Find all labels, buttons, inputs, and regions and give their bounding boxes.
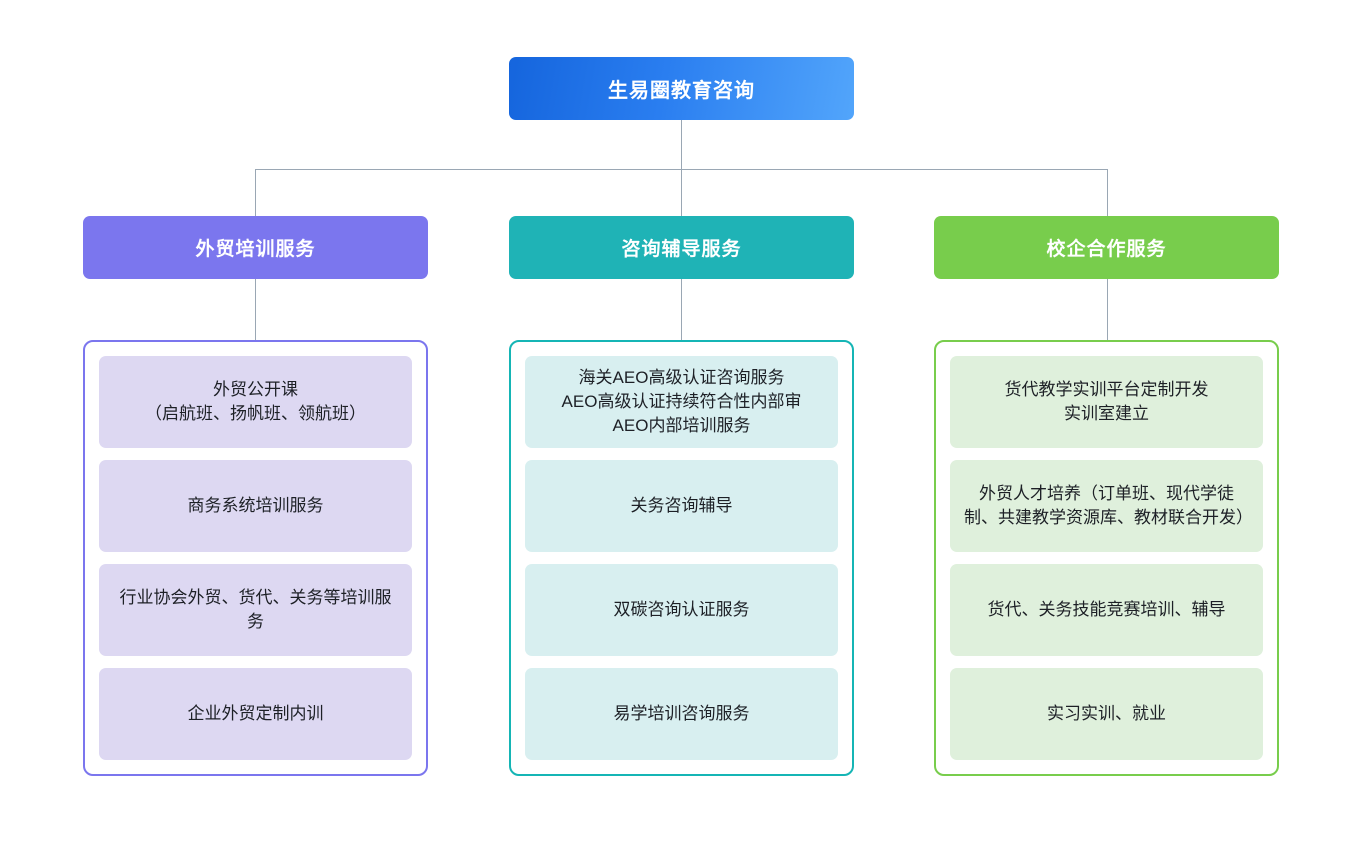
list-item-label: 易学培训咨询服务 bbox=[613, 703, 750, 723]
list-item-label: 实习实训、就业 bbox=[1047, 703, 1166, 723]
root-node-label: 生易圈教育咨询 bbox=[608, 80, 755, 102]
root-node[interactable]: 生易圈教育咨询 bbox=[509, 57, 854, 120]
branch-items-group-school-enterprise-cooperation: 货代教学实训平台定制开发 实训室建立 外贸人才培养（订单班、现代学徒制、共建教学… bbox=[934, 340, 1279, 776]
connector-branch-b-to-group bbox=[681, 279, 682, 340]
branch-header-school-enterprise-cooperation[interactable]: 校企合作服务 bbox=[934, 216, 1279, 279]
connector-branch-b-drop bbox=[681, 169, 682, 216]
connector-root-stem bbox=[681, 120, 682, 169]
list-item-label: 外贸人才培养（订单班、现代学徒制、共建教学资源库、教材联合开发） bbox=[964, 483, 1253, 527]
branch-header-label: 咨询辅导服务 bbox=[621, 239, 742, 260]
list-item-label: 货代教学实训平台定制开发 实训室建立 bbox=[1004, 379, 1209, 423]
list-item[interactable]: 货代教学实训平台定制开发 实训室建立 bbox=[950, 356, 1263, 448]
branch-header-label: 校企合作服务 bbox=[1046, 239, 1167, 260]
list-item-label: 外贸公开课 （启航班、扬帆班、领航班） bbox=[145, 379, 366, 423]
list-item-label: 海关AEO高级认证咨询服务 AEO高级认证持续符合性内部审 AEO内部培训服务 bbox=[561, 367, 802, 436]
list-item[interactable]: 商务系统培训服务 bbox=[99, 460, 412, 552]
connector-branch-a-to-group bbox=[255, 279, 256, 340]
branch-header-consulting-advisory[interactable]: 咨询辅导服务 bbox=[509, 216, 854, 279]
list-item-label: 企业外贸定制内训 bbox=[187, 703, 324, 723]
list-item[interactable]: 行业协会外贸、货代、关务等培训服务 bbox=[99, 564, 412, 656]
list-item-label: 行业协会外贸、货代、关务等培训服务 bbox=[119, 587, 392, 631]
list-item[interactable]: 外贸公开课 （启航班、扬帆班、领航班） bbox=[99, 356, 412, 448]
branch-header-outbound-trade-training[interactable]: 外贸培训服务 bbox=[83, 216, 428, 279]
list-item[interactable]: 外贸人才培养（订单班、现代学徒制、共建教学资源库、教材联合开发） bbox=[950, 460, 1263, 552]
list-item[interactable]: 海关AEO高级认证咨询服务 AEO高级认证持续符合性内部审 AEO内部培训服务 bbox=[525, 356, 838, 448]
list-item-label: 双碳咨询认证服务 bbox=[613, 599, 750, 619]
list-item[interactable]: 货代、关务技能竞赛培训、辅导 bbox=[950, 564, 1263, 656]
list-item[interactable]: 企业外贸定制内训 bbox=[99, 668, 412, 760]
branch-header-label: 外贸培训服务 bbox=[195, 239, 316, 260]
connector-branch-a-drop bbox=[255, 169, 256, 216]
connector-branch-c-drop bbox=[1107, 169, 1108, 216]
list-item[interactable]: 易学培训咨询服务 bbox=[525, 668, 838, 760]
list-item[interactable]: 关务咨询辅导 bbox=[525, 460, 838, 552]
list-item[interactable]: 双碳咨询认证服务 bbox=[525, 564, 838, 656]
list-item[interactable]: 实习实训、就业 bbox=[950, 668, 1263, 760]
list-item-label: 货代、关务技能竞赛培训、辅导 bbox=[987, 599, 1226, 619]
branch-items-group-outbound-trade-training: 外贸公开课 （启航班、扬帆班、领航班） 商务系统培训服务 行业协会外贸、货代、关… bbox=[83, 340, 428, 776]
list-item-label: 关务咨询辅导 bbox=[630, 495, 733, 515]
branch-items-group-consulting-advisory: 海关AEO高级认证咨询服务 AEO高级认证持续符合性内部审 AEO内部培训服务 … bbox=[509, 340, 854, 776]
connector-branch-c-to-group bbox=[1107, 279, 1108, 340]
list-item-label: 商务系统培训服务 bbox=[187, 495, 324, 515]
